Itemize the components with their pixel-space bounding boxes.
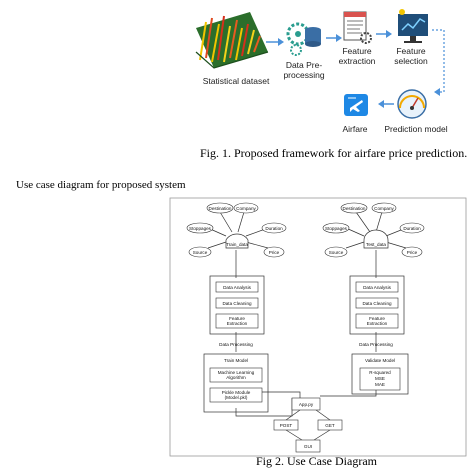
ml-algorithm-label: Machine Learning Algorithm bbox=[217, 370, 255, 380]
fig2-labels: Destination Company Stoppages Duration S… bbox=[0, 196, 474, 458]
feature-extraction-label-line1: Feature bbox=[342, 46, 372, 56]
right-step-feature-extraction: Feature Extraction bbox=[366, 316, 388, 326]
statistical-dataset-icon bbox=[195, 12, 269, 69]
prediction-model-label: Prediction model bbox=[384, 124, 448, 134]
left-attr-stoppages: Stoppages bbox=[189, 226, 211, 231]
data-preprocessing-label: Data Pre- processing bbox=[279, 60, 329, 80]
statistical-dataset-label: Statistical dataset bbox=[202, 76, 270, 86]
metric-mse: MSE bbox=[375, 376, 385, 381]
left-step-data-analysis: Data Analysis bbox=[223, 285, 251, 290]
feature-extraction-label: Feature extraction bbox=[334, 46, 380, 66]
post-label: POST bbox=[279, 423, 293, 428]
validate-model-label: Validate Model bbox=[364, 358, 396, 363]
train-model-label: Train Model bbox=[223, 358, 249, 363]
feature-selection-label-line1: Feature bbox=[396, 46, 426, 56]
left-attr-price: Price bbox=[268, 250, 280, 255]
train-data-label: Train_data bbox=[226, 242, 248, 247]
right-attr-price: Price bbox=[406, 250, 418, 255]
feature-extraction-label-line2: extraction bbox=[338, 56, 376, 66]
prediction-model-icon bbox=[397, 89, 427, 119]
right-attr-destination: Destination bbox=[342, 206, 366, 211]
right-attr-duration: Duration bbox=[403, 226, 421, 231]
test-data-label: Test_data bbox=[366, 242, 386, 247]
data-preprocessing-label-line2: processing bbox=[283, 70, 325, 80]
right-attr-stoppages: Stoppages bbox=[325, 226, 347, 231]
left-data-processing-label: Data Processing bbox=[219, 342, 253, 347]
left-attr-destination: Destination bbox=[208, 206, 232, 211]
left-step-feature-extraction: Feature Extraction bbox=[226, 316, 248, 326]
left-attr-duration: Duration bbox=[265, 226, 283, 231]
right-attr-company: Company bbox=[374, 206, 394, 211]
section-heading: Use case diagram for proposed system bbox=[16, 179, 186, 191]
gui-label: GUI bbox=[303, 444, 313, 449]
metric-r-squared: R-squared bbox=[369, 370, 391, 375]
feature-extraction-icon bbox=[343, 11, 372, 44]
get-label: GET bbox=[325, 423, 335, 428]
data-preprocessing-label-line1: Data Pre- bbox=[285, 60, 323, 70]
feature-selection-icon bbox=[398, 9, 428, 43]
airfare-label: Airfare bbox=[342, 124, 368, 134]
feature-selection-label-line2: selection bbox=[394, 56, 428, 66]
left-attr-company: Company bbox=[236, 206, 256, 211]
fig1-caption: Fig. 1. Proposed framework for airfare p… bbox=[200, 146, 468, 160]
left-step-data-cleaning: Data Cleaning bbox=[222, 301, 252, 306]
pickle-module-label: Pickle Module (Model.pkl) bbox=[221, 390, 251, 400]
right-attr-source: Source bbox=[328, 250, 344, 255]
fig2-diagram bbox=[169, 197, 467, 457]
right-step-data-analysis: Data Analysis bbox=[363, 285, 391, 290]
fig2-caption: Fig 2. Use Case Diagram bbox=[256, 454, 377, 468]
fig1-diagram bbox=[195, 9, 445, 119]
app-py-label: App.py bbox=[298, 402, 314, 407]
feature-selection-label: Feature selection bbox=[388, 46, 434, 66]
data-preprocessing-icon bbox=[286, 22, 321, 56]
airfare-icon bbox=[344, 94, 368, 116]
left-attr-source: Source bbox=[192, 250, 208, 255]
right-data-processing-label: Data Processing bbox=[359, 342, 393, 347]
metric-mae: MAE bbox=[375, 382, 385, 387]
right-step-data-cleaning: Data Cleaning bbox=[362, 301, 392, 306]
